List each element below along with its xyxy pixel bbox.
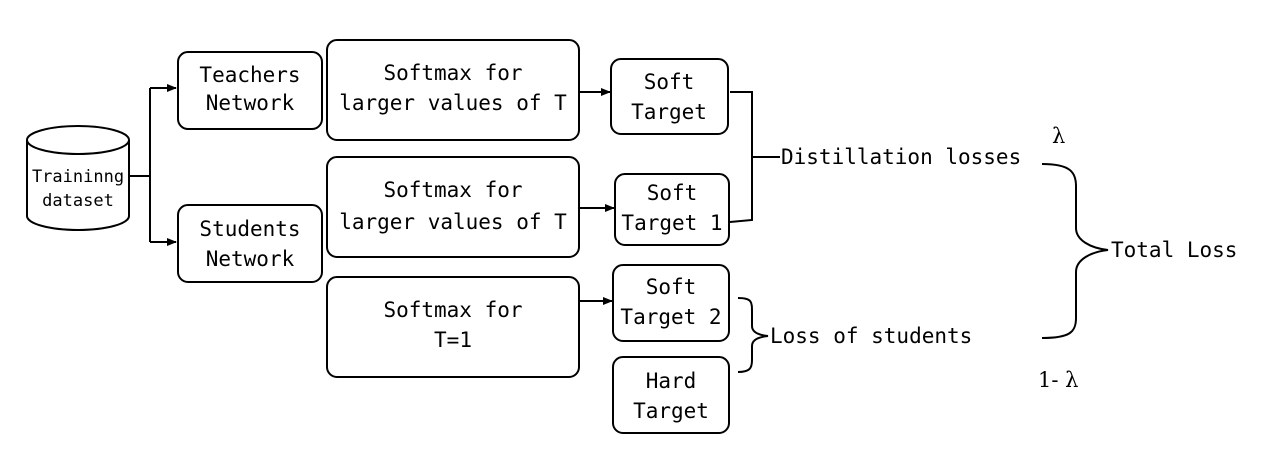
lambda-label: λ — [1052, 124, 1065, 148]
dataset-edges — [129, 84, 177, 246]
soft-target-2-line2: Target 2 — [620, 305, 721, 329]
softmax-teacher-line2: larger values of T — [339, 91, 567, 115]
soft-target-1-line1: Soft — [647, 181, 698, 205]
total-loss-label: Total Loss — [1111, 238, 1237, 262]
soft-target-line1: Soft — [644, 70, 695, 94]
soft-target-node: Soft Target — [610, 58, 729, 135]
soft-target-line2: Target — [631, 100, 707, 124]
total-loss-brace-path — [1041, 163, 1109, 339]
hard-target-node: Hard Target — [612, 356, 730, 434]
student-loss-brace — [737, 297, 769, 373]
softmax-t1-line2: T=1 — [434, 328, 472, 352]
softmax-t1-line1: Softmax for — [383, 298, 522, 322]
distillation-bracket — [729, 91, 780, 223]
teachers-network-line1: Teachers — [199, 63, 300, 87]
softmax-teacher-node: Softmax for larger values of T — [326, 39, 580, 141]
teachers-network-node: Teachers Network — [177, 51, 323, 130]
hard-target-line1: Hard — [646, 369, 697, 393]
training-dataset-line1: Traininng — [32, 167, 124, 187]
training-dataset-node: Traininng dataset — [26, 125, 130, 231]
soft-target-1-node: Soft Target 1 — [614, 173, 730, 246]
softmax-teacher-line1: Softmax for — [383, 61, 522, 85]
loss-of-students-label: Loss of students — [770, 324, 972, 348]
hard-target-line2: Target — [633, 399, 709, 423]
softmax-student-node: Softmax for larger values of T — [326, 156, 580, 258]
one-minus-lambda-label: 1- λ — [1038, 368, 1078, 392]
students-network-line1: Students — [199, 217, 300, 241]
training-dataset-line2: dataset — [42, 191, 114, 211]
softmax-student-line2: larger values of T — [339, 210, 567, 234]
soft-target-1-line2: Target 1 — [621, 211, 722, 235]
soft-target-2-node: Soft Target 2 — [612, 264, 730, 342]
soft-target-2-line1: Soft — [646, 275, 697, 299]
student-loss-bracket — [737, 297, 769, 373]
total-loss-brace — [1041, 163, 1109, 339]
softmax-student-line1: Softmax for — [383, 178, 522, 202]
students-network-line2: Network — [206, 247, 295, 271]
softmax-t1-node: Softmax for T=1 — [326, 276, 580, 378]
softmax-to-target-edges — [579, 88, 615, 305]
students-network-node: Students Network — [177, 204, 323, 283]
distillation-bracket-line — [729, 91, 753, 223]
teachers-network-line2: Network — [206, 91, 295, 115]
distillation-losses-label: Distillation losses — [781, 145, 1021, 169]
